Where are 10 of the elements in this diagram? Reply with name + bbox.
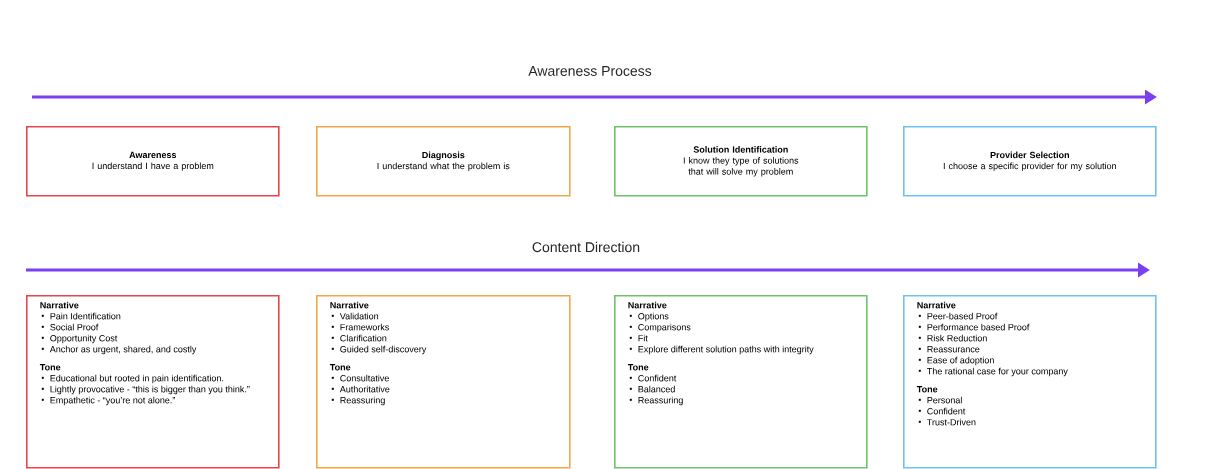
stage-box: Diagnosis I understand what the problem is [316,126,571,197]
section-title: Content Direction [532,241,640,253]
content-box: Narrative Peer-based Proof Performance based Proof Risk Reduction Reassurance Ease of adoption The rational case for your company Tone Personal Confident Trust-Driven [903,295,1157,469]
stage-box: Awareness I understand I have a problem [26,126,280,197]
content-box: Narrative Options Comparisons Fit Explore different solution paths with integrity Tone Confident Balanced Reassuring [614,295,868,469]
section-title: Awareness Process [528,66,652,76]
content-box: Narrative Pain Identification Social Proof Opportunity Cost Anchor as urgent, shared, and costly Tone Educational but rooted in pain identification. Lightly provocative - “this is bigger than you think.” Empathetic - “you’re not alone.” [26,295,280,469]
stage-box: Provider Selection I choose a specific provider for my solution [903,126,1157,197]
content-box: Narrative Validation Frameworks Clarification Guided self-discovery Tone Consultative Authoritative Reassuring [316,295,571,469]
stage-box: Solution Identification I know they type of solutions that will solve my problem [614,126,868,197]
